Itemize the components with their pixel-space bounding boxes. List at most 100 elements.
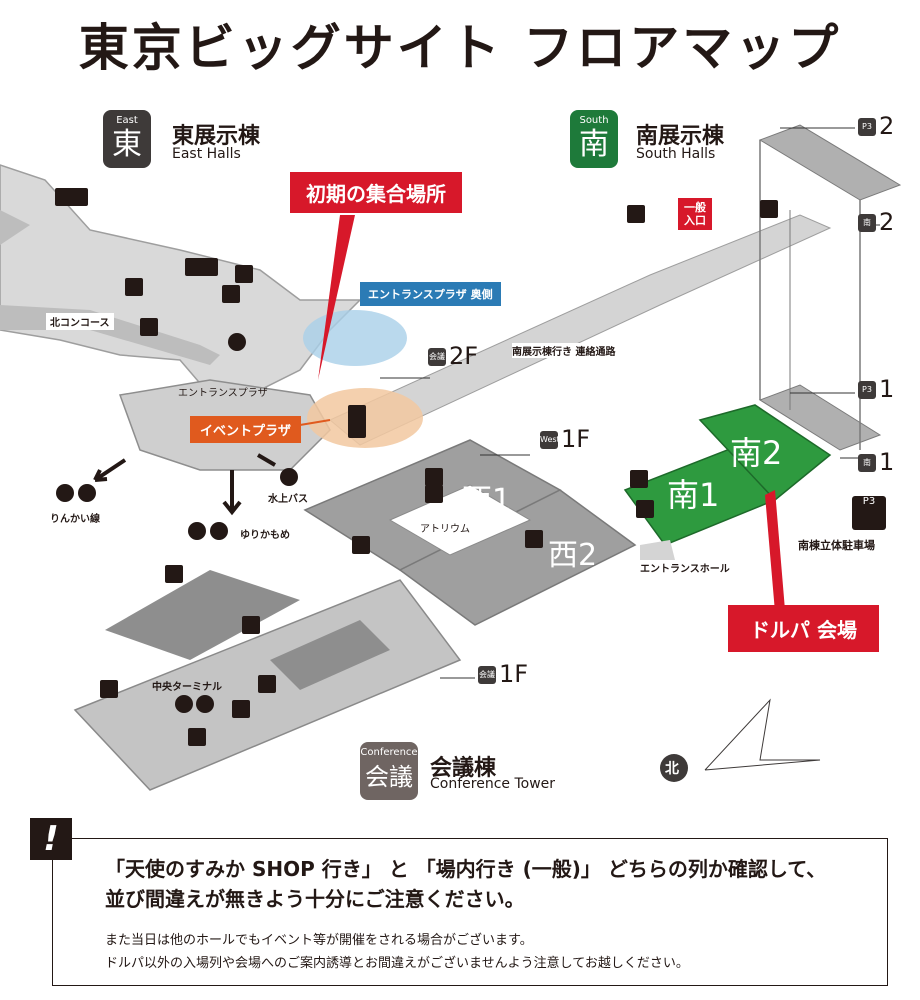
- restroom-icon: [232, 700, 250, 718]
- arrow-yurikamome-head: [222, 500, 242, 516]
- conference-badge: Conference 会議: [360, 742, 418, 800]
- east-badge-char: 東: [112, 127, 142, 162]
- accessible-toilet-icon: [100, 680, 118, 698]
- notice-line-3: また当日は他のホールでもイベント等が開催をされる場合がございます。: [105, 933, 533, 948]
- east-hall-left: [0, 210, 30, 245]
- taxi-icon: [196, 695, 214, 713]
- water-bus-label: 水上バス: [268, 494, 308, 505]
- entrance-plaza-label: エントランスプラザ: [178, 388, 268, 399]
- north-label: 北: [665, 761, 679, 777]
- north-arrow: [704, 698, 821, 771]
- elevator-icon: [70, 188, 88, 206]
- conference-building: [105, 570, 300, 660]
- west-floor-icon: West: [540, 431, 560, 449]
- restroom-icon: [352, 536, 370, 554]
- boat-icon: [280, 468, 298, 486]
- elevator-icon: [200, 258, 218, 276]
- south-passage-label: 南展示棟行き 連絡通路: [512, 343, 616, 358]
- entrance-back-tag: エントランスプラザ 奥側: [360, 282, 501, 306]
- south-hall-badge: South 南: [570, 110, 618, 168]
- coin-locker-icon: [222, 285, 240, 303]
- conf-floor-icon-2: 会議: [478, 666, 496, 684]
- south-badge-top: South: [579, 115, 609, 126]
- atrium: [388, 484, 532, 556]
- accessible-toilet-icon: [55, 188, 73, 206]
- west2-label: 西2: [548, 538, 598, 573]
- info-icon: [235, 265, 253, 283]
- meeting-point-tag: 初期の集合場所: [290, 172, 462, 213]
- info-circle-icon: [228, 333, 246, 351]
- conf-floor-icon: 会議: [428, 348, 446, 366]
- conference-badge-top: Conference: [360, 747, 418, 758]
- east-hall-name-en: East Halls: [172, 146, 241, 162]
- train-icon: [56, 484, 74, 502]
- rinkai-label: りんかい線: [50, 514, 100, 525]
- conference-badge-char: 会議: [365, 763, 413, 791]
- venue-pointer: [765, 490, 785, 612]
- parking-icon-label: P3: [862, 496, 876, 507]
- venue-tag: ドルパ 会場: [728, 605, 879, 652]
- event-plaza-tag: イベントプラザ: [190, 416, 302, 443]
- accessible-toilet-icon: [242, 616, 260, 634]
- north-concourse-label: 北コンコース: [46, 313, 114, 330]
- south-hall-2: [698, 404, 832, 502]
- south1-label: 南1: [667, 476, 720, 514]
- p3-icon-2: P3: [858, 381, 876, 399]
- meeting-pointer: [318, 215, 355, 380]
- atrium-label: アトリウム: [420, 524, 470, 535]
- entrance-hall-label: エントランスホール: [640, 560, 730, 575]
- p3-mid-level: 1: [879, 375, 895, 403]
- accessible-toilet-icon: [636, 500, 654, 518]
- south-level-icon-2: 南: [858, 454, 876, 472]
- notice-line-1: 「天使のすみか SHOP 行き」 と 「場内行き (一般)」 どちらの列か確認し…: [105, 857, 827, 881]
- conference-name: 会議棟: [430, 756, 497, 781]
- central-terminal-label: 中央ターミナル: [152, 682, 222, 693]
- bus-icon: [175, 695, 193, 713]
- p3-icon: P3: [858, 118, 876, 136]
- conference-1f-label: 1F: [499, 660, 529, 688]
- west-1f-floor: West1F: [540, 425, 590, 453]
- restroom-icon: [348, 420, 366, 438]
- general-entrance-tag: 一般 入口: [678, 198, 712, 230]
- elevator-icon: [188, 728, 206, 746]
- west1-label: 西1: [462, 483, 512, 518]
- restroom-icon: [140, 318, 158, 336]
- arrow-rinkai: [93, 458, 127, 482]
- south-hall-name: 南展示棟: [636, 124, 725, 149]
- east-hall-badge: East 東: [103, 110, 151, 168]
- accessible-toilet-icon: [627, 205, 645, 223]
- train-icon: [188, 522, 206, 540]
- arrow-rinkai-head: [93, 469, 108, 482]
- conference-2f-label: 2F: [449, 342, 479, 370]
- accessible-toilet-icon: [425, 468, 443, 486]
- east-hall-name: 東展示棟: [172, 124, 261, 149]
- entrance-back-area: [303, 310, 407, 366]
- south-1-level: 1: [879, 448, 895, 476]
- south-badge-char: 南: [579, 127, 609, 162]
- exclamation-icon: !: [30, 818, 72, 860]
- notice-line-4: ドルパ以外の入場列や会場へのご案内誘導とお間違えがございませんよう注意してお越し…: [105, 956, 689, 971]
- conference-name-en: Conference Tower: [430, 776, 556, 792]
- restroom-icon: [525, 530, 543, 548]
- south-level-icon: 南: [858, 214, 876, 232]
- yurikamome-label: ゆりかもめ: [240, 530, 290, 541]
- parking-icon: P3: [852, 496, 886, 530]
- mail-icon: [258, 675, 276, 693]
- south2-label: 南2: [730, 434, 783, 472]
- event-pointer: [299, 419, 331, 426]
- accessible-toilet-icon: [165, 565, 183, 583]
- notice-line-2: 並び間違えが無きよう十分にご注意ください。: [105, 887, 525, 911]
- accessible-toilet-icon: [760, 200, 778, 218]
- arrow-waterbus: [256, 453, 277, 467]
- accessible-toilet-icon: [348, 405, 366, 423]
- elevator-icon: [630, 470, 648, 488]
- restroom-icon: [125, 278, 143, 296]
- accessible-toilet-icon: [185, 258, 203, 276]
- conference-building-2: [270, 620, 390, 690]
- page-title: 東京ビッグサイト フロアマップ: [78, 19, 842, 77]
- yurikamome-icon: [210, 522, 228, 540]
